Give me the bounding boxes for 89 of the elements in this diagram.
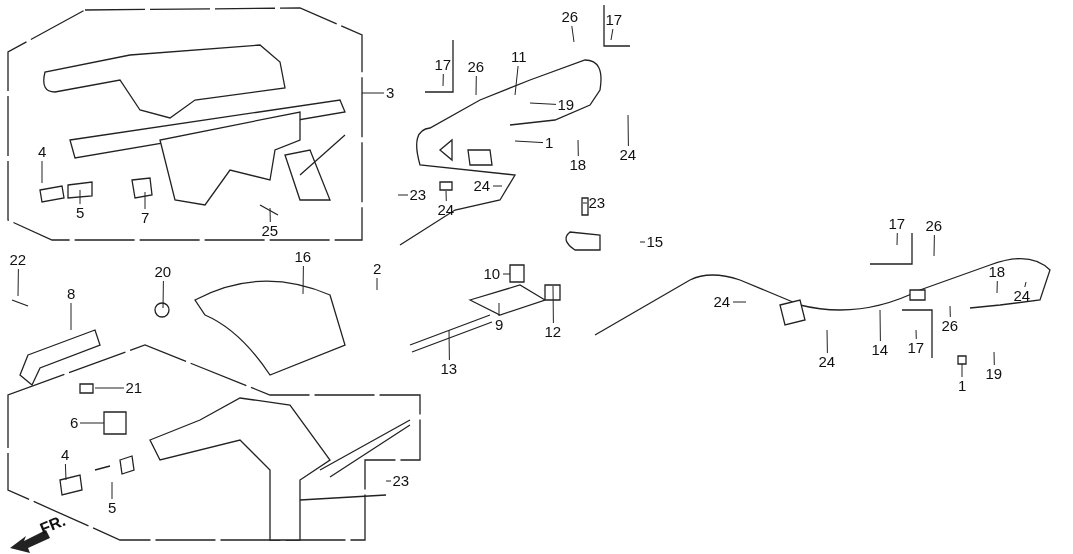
leader-line xyxy=(514,140,544,144)
leader-line xyxy=(475,75,477,96)
leader-line xyxy=(376,277,378,291)
leader-line xyxy=(162,280,164,309)
callout-number: 4 xyxy=(38,144,47,160)
callout-number: 6 xyxy=(70,415,79,431)
leader-line xyxy=(492,185,503,187)
leader-line xyxy=(111,481,113,500)
callout-number: 17 xyxy=(434,57,452,73)
leader-line xyxy=(627,114,629,147)
callout-number: 3 xyxy=(386,85,395,101)
leader-line xyxy=(448,329,450,361)
callout-number: 20 xyxy=(154,264,172,280)
callout-number: 16 xyxy=(294,249,312,265)
callout-number: 25 xyxy=(261,223,279,239)
leader-line xyxy=(79,189,81,205)
callout-number: 24 xyxy=(437,202,455,218)
callout-number: 17 xyxy=(888,216,906,232)
leader-line xyxy=(17,268,19,297)
leader-line xyxy=(79,422,105,424)
callout-number: 1 xyxy=(958,378,967,394)
callout-number: 19 xyxy=(557,97,575,113)
leader-line xyxy=(64,463,67,481)
callout-number: 7 xyxy=(141,210,150,226)
callout-number: 19 xyxy=(985,366,1003,382)
callout-number: 23 xyxy=(588,195,606,211)
direction-label: FR. xyxy=(37,511,69,539)
leader-line xyxy=(826,329,828,354)
callout-number: 18 xyxy=(988,264,1006,280)
leader-line xyxy=(639,241,646,243)
leader-line xyxy=(41,160,43,184)
callout-number: 17 xyxy=(907,340,925,356)
callout-number: 26 xyxy=(941,318,959,334)
callout-number: 8 xyxy=(67,286,76,302)
leader-line xyxy=(996,280,998,294)
leader-line xyxy=(498,302,500,317)
callout-number: 24 xyxy=(619,147,637,163)
callout-number: 9 xyxy=(495,317,504,333)
callout-number: 24 xyxy=(1013,288,1031,304)
leader-line xyxy=(397,194,409,196)
leader-line xyxy=(502,273,511,275)
callout-number: 18 xyxy=(569,157,587,173)
leader-line xyxy=(70,302,72,331)
callout-number: 4 xyxy=(61,447,70,463)
callout-number: 23 xyxy=(409,187,427,203)
callout-number: 12 xyxy=(544,324,562,340)
leader-line xyxy=(582,202,588,204)
callout-number: 11 xyxy=(511,49,527,65)
leader-line xyxy=(732,301,747,303)
leader-line xyxy=(514,65,519,96)
callout-number: 1 xyxy=(545,135,554,151)
callout-number: 26 xyxy=(467,59,485,75)
leader-line xyxy=(610,28,614,41)
leader-line xyxy=(571,25,575,43)
leader-line xyxy=(879,309,881,342)
callout-number: 10 xyxy=(483,266,501,282)
callout-number: 23 xyxy=(392,473,410,489)
callout-number: 24 xyxy=(473,178,491,194)
leader-line xyxy=(915,329,917,340)
leader-line xyxy=(933,234,935,257)
leader-line xyxy=(144,191,146,210)
callout-number: 24 xyxy=(818,354,836,370)
callout-number: 24 xyxy=(713,294,731,310)
callout-number: 2 xyxy=(373,261,382,277)
callout-number: 5 xyxy=(76,205,85,221)
leader-line xyxy=(993,351,995,366)
callout-number: 15 xyxy=(646,234,664,250)
callout-number: 26 xyxy=(925,218,943,234)
leader-line xyxy=(442,73,444,87)
leader-line xyxy=(529,102,557,105)
callout-number: 17 xyxy=(605,12,623,28)
leader-line xyxy=(577,139,579,157)
leader-line xyxy=(961,363,963,378)
callout-number: 5 xyxy=(108,500,117,516)
leader-line xyxy=(94,387,125,389)
leader-line xyxy=(385,480,392,482)
callout-number: 14 xyxy=(871,342,889,358)
leader-line xyxy=(302,265,304,295)
callout-number: 21 xyxy=(125,380,143,396)
leader-line xyxy=(269,207,271,223)
leader-line xyxy=(1024,281,1027,288)
leader-line xyxy=(445,190,447,202)
leader-line xyxy=(949,305,951,318)
leader-line xyxy=(896,232,898,246)
callout-number: 22 xyxy=(9,252,27,268)
leader-line xyxy=(552,285,554,324)
callout-number: 13 xyxy=(440,361,458,377)
callout-number: 26 xyxy=(561,9,579,25)
leader-line xyxy=(361,92,385,94)
